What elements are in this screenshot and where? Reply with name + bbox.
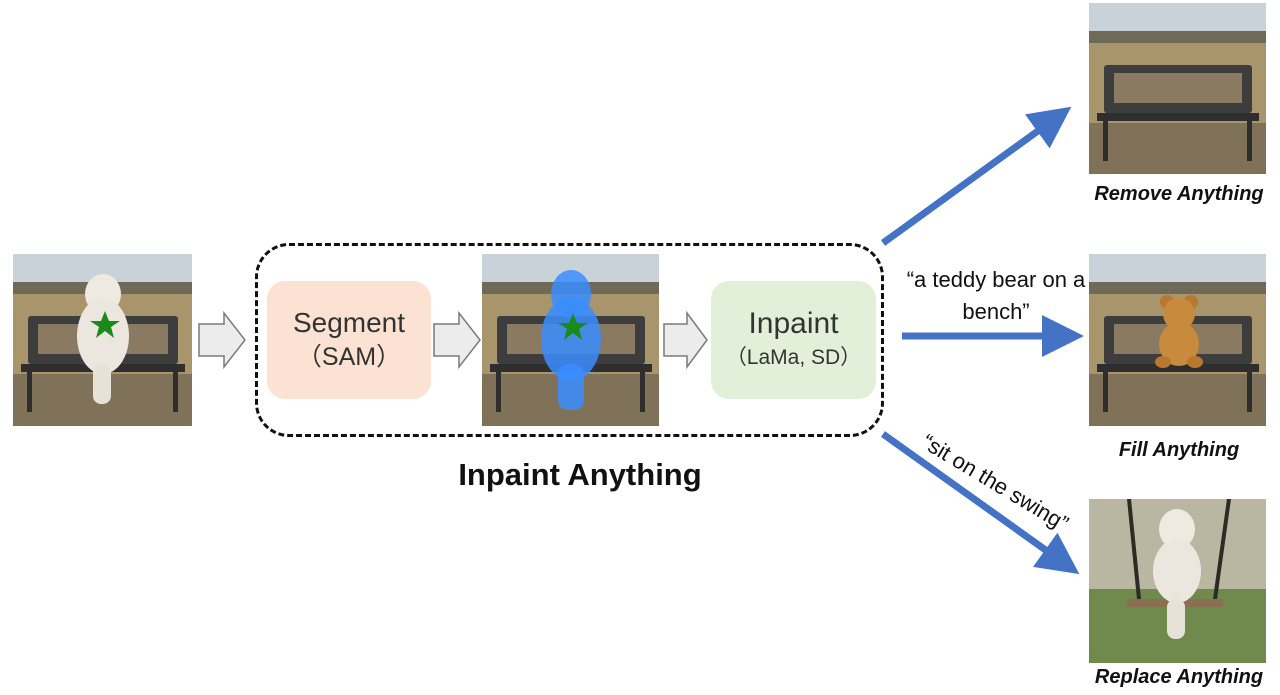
- segment-model-label: （SAM）: [296, 343, 402, 371]
- flow-arrow-3: [663, 310, 708, 370]
- fill-prompt: “a teddy bear on a bench”: [906, 267, 1086, 324]
- segment-box: Segment （SAM）: [267, 281, 431, 399]
- segment-label: Segment: [292, 307, 406, 338]
- remove-arrow: [880, 106, 1072, 246]
- inpaint-label: Inpaint: [748, 307, 839, 340]
- flow-arrow-2: [433, 310, 481, 370]
- replace-label: Replace Anything: [1094, 666, 1264, 688]
- replace-output-photo: [1089, 499, 1266, 663]
- input-photo: [13, 254, 192, 426]
- inpaint-anything-frame: [255, 243, 884, 437]
- flow-arrow-1: [198, 310, 246, 370]
- remove-output-photo: [1089, 3, 1266, 174]
- inpaint-box: Inpaint （LaMa, SD）: [711, 281, 876, 399]
- fill-label: Fill Anything: [1118, 439, 1240, 461]
- masked-photo: [482, 254, 659, 426]
- fill-output-photo: [1089, 254, 1266, 426]
- inpaint-model-label: （LaMa, SD）: [725, 346, 862, 369]
- replace-arrow: [880, 431, 1080, 575]
- remove-label: Remove Anything: [1094, 183, 1264, 205]
- diagram-title: Inpaint Anything: [458, 457, 702, 492]
